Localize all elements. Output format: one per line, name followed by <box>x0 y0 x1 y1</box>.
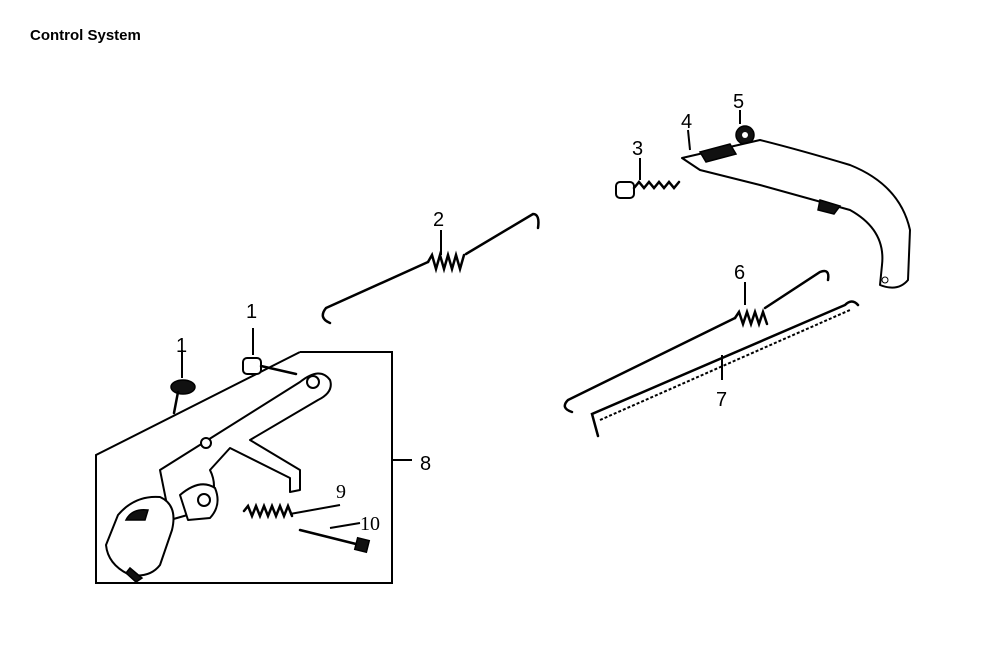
callout-1-left: 1 <box>176 335 187 357</box>
bolt-icon <box>242 328 298 376</box>
rod-icon <box>590 300 860 438</box>
nut-icon <box>735 110 755 145</box>
callout-5: 5 <box>733 91 744 113</box>
callout-3: 3 <box>632 138 643 160</box>
callout-8: 8 <box>420 453 431 475</box>
spring-rod-icon <box>563 269 830 414</box>
spring-rod-icon <box>321 212 540 325</box>
callout-9: 9 <box>336 481 346 503</box>
page-title: Control System <box>30 27 141 44</box>
callout-7: 7 <box>716 389 727 411</box>
lever-arm-icon <box>681 129 911 289</box>
callout-6: 6 <box>734 262 745 284</box>
screw-icon <box>615 158 681 199</box>
bolt-icon <box>170 350 196 415</box>
callout-4: 4 <box>681 111 692 133</box>
callout-2: 2 <box>433 209 444 231</box>
spring-icon <box>242 502 341 520</box>
callout-10: 10 <box>360 513 380 535</box>
control-lever-assembly-icon <box>105 372 332 583</box>
callout-1-right: 1 <box>246 301 257 323</box>
bolt-icon <box>298 522 371 554</box>
assembly-8-outline <box>95 351 412 584</box>
